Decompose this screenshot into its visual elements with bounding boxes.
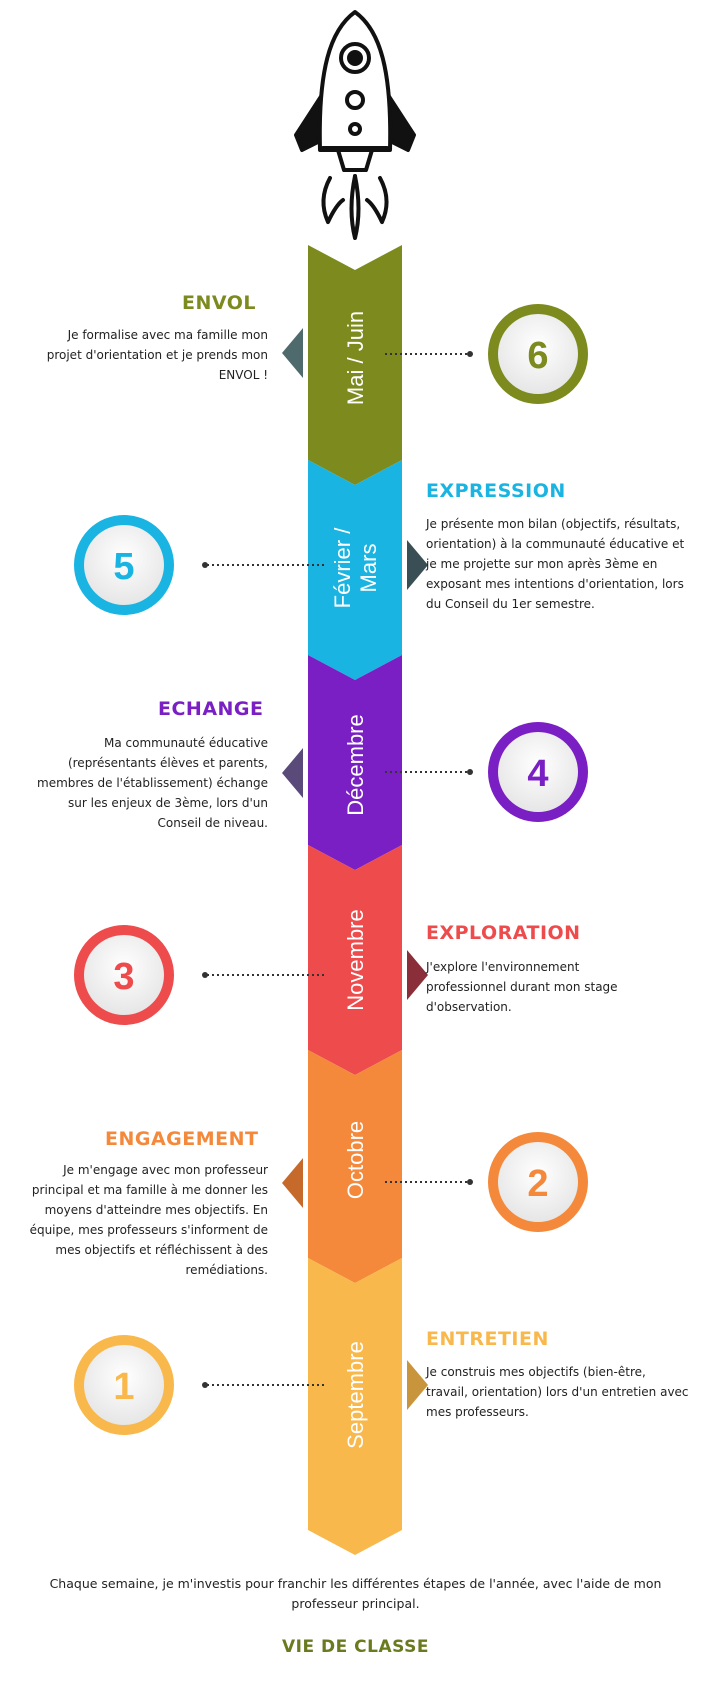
segment-novembre — [308, 845, 402, 1075]
heading-engagement: ENGAGEMENT — [105, 1128, 259, 1150]
number-3: 3 — [113, 956, 134, 998]
number-6: 6 — [527, 335, 548, 377]
rocket-icon — [294, 10, 416, 240]
pointer-1 — [407, 1360, 428, 1410]
number-circle-2: 2 — [488, 1132, 588, 1232]
text-envol: Je formalise avec ma famille mon projet … — [46, 328, 268, 382]
pointer-2 — [282, 1158, 303, 1208]
heading-envol: ENVOL — [182, 292, 257, 314]
heading-echange: ECHANGE — [158, 698, 264, 720]
timeline-segments — [308, 245, 402, 1555]
month-octobre: Octobre — [343, 1121, 368, 1199]
footer-title: VIE DE CLASSE — [282, 1637, 429, 1657]
month-novembre: Novembre — [343, 909, 368, 1010]
pointer-triangles — [282, 328, 428, 1410]
number-circle-5: 5 — [74, 515, 174, 615]
heading-exploration: EXPLORATION — [426, 922, 581, 944]
pointer-6 — [282, 328, 303, 378]
pointer-3 — [407, 950, 428, 1000]
text-exploration: J'explore l'environnement professionnel … — [426, 960, 618, 1014]
number-5: 5 — [113, 546, 134, 588]
month-mai-juin: Mai / Juin — [343, 311, 368, 405]
segment-fevrier-mars — [308, 460, 402, 680]
heading-expression: EXPRESSION — [426, 480, 566, 502]
number-circle-6: 6 — [488, 304, 588, 404]
number-circle-4: 4 — [488, 722, 588, 822]
heading-entretien: ENTRETIEN — [426, 1328, 549, 1350]
text-echange: Ma communauté éducative (représentants é… — [37, 736, 268, 830]
dotted-connectors — [202, 351, 473, 1388]
number-2: 2 — [527, 1163, 548, 1205]
month-fevrier-mars-line2: Mars — [356, 544, 381, 593]
month-septembre: Septembre — [343, 1341, 368, 1449]
segment-septembre — [308, 1258, 402, 1555]
month-fevrier-mars-line1: Février / — [330, 527, 355, 609]
segment-octobre — [308, 1050, 402, 1283]
text-engagement: Je m'engage avec mon professeur principa… — [29, 1163, 268, 1277]
pointer-5 — [407, 540, 428, 590]
month-decembre: Décembre — [343, 714, 368, 815]
segment-mai-juin — [308, 245, 402, 485]
segment-decembre — [308, 655, 402, 870]
number-4: 4 — [527, 753, 548, 795]
pointer-4 — [282, 748, 303, 798]
text-expression: Je présente mon bilan (objectifs, résult… — [426, 517, 685, 611]
number-circle-3: 3 — [74, 925, 174, 1025]
number-1: 1 — [113, 1366, 134, 1408]
footer-text: Chaque semaine, je m'investis pour franc… — [49, 1576, 662, 1611]
number-circle-1: 1 — [74, 1335, 174, 1435]
text-entretien: Je construis mes objectifs (bien-être, t… — [426, 1365, 689, 1419]
